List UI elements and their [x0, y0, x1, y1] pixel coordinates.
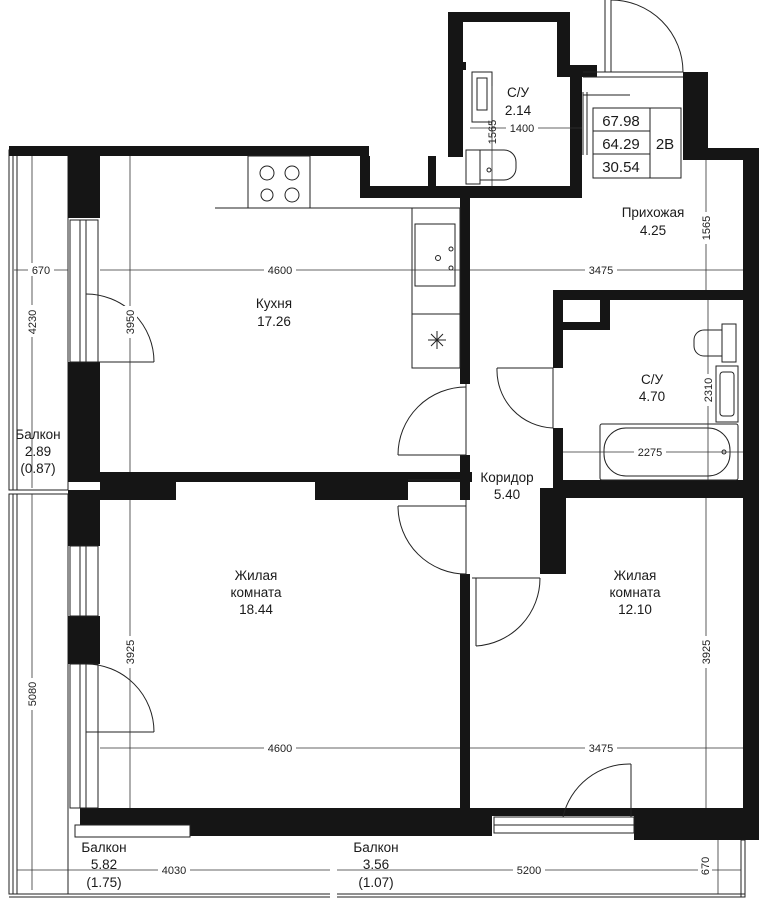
room-hall-name: Прихожая — [622, 205, 685, 220]
room-balcony-top-area: 2.89 — [25, 444, 51, 459]
hood-icon — [428, 331, 446, 349]
room-living1-name-1: Жилая — [235, 568, 278, 583]
dim-1400: 1400 — [510, 123, 534, 135]
dim-3950: 3950 — [125, 310, 137, 334]
windows — [69, 219, 635, 838]
room-balcony-top-name: Балкон — [15, 427, 60, 442]
total-area: 67.98 — [602, 113, 640, 130]
dim-670-bottom: 670 — [700, 857, 712, 875]
room-living2-name-1: Жилая — [614, 568, 657, 583]
room-su-right-area: 4.70 — [639, 389, 665, 404]
room-labels: С/У 2.14 Кухня 17.26 Прихожая 4.25 С/У 4… — [15, 85, 684, 890]
fixtures — [215, 71, 739, 481]
room-hall-area: 4.25 — [640, 223, 666, 238]
room-living2-name-2: комната — [609, 585, 661, 600]
dimension-labels: 1400 1565 1565 670 4230 3950 4600 3475 2… — [25, 120, 715, 879]
balcony-outlines — [8, 149, 746, 898]
doors — [85, 0, 684, 818]
room-balcony-bl-area: 5.82 — [91, 857, 117, 872]
room-living2-area: 12.10 — [618, 602, 652, 617]
apartment-type: 2В — [656, 136, 674, 153]
dim-4230: 4230 — [27, 310, 39, 334]
dim-5200: 5200 — [517, 865, 541, 877]
room-kitchen-area: 17.26 — [257, 314, 291, 329]
dim-2310: 2310 — [703, 378, 715, 402]
summary-box: 67.98 64.29 30.54 2В — [592, 107, 682, 179]
room-corridor-name: Коридор — [480, 470, 533, 485]
living-total-area: 64.29 — [602, 136, 640, 153]
room-balcony-bl-area2: (1.75) — [86, 875, 121, 890]
room-corridor-area: 5.40 — [494, 487, 520, 502]
room-living1-name-2: комната — [230, 585, 282, 600]
room-balcony-br-area: 3.56 — [363, 857, 389, 872]
dim-3925-right: 3925 — [701, 640, 713, 664]
room-balcony-br-name: Балкон — [353, 840, 398, 855]
room-living1-area: 18.44 — [239, 602, 273, 617]
living-area: 30.54 — [602, 159, 640, 176]
dim-2275: 2275 — [638, 447, 662, 459]
dim-4600-living: 4600 — [268, 743, 292, 755]
walls — [9, 12, 759, 840]
room-balcony-top-area2: (0.87) — [20, 461, 55, 476]
dim-4030: 4030 — [162, 865, 186, 877]
dim-670-top: 670 — [32, 265, 50, 277]
room-balcony-bl-name: Балкон — [81, 840, 126, 855]
room-balcony-br-area2: (1.07) — [358, 875, 393, 890]
dim-5080: 5080 — [27, 682, 39, 706]
dim-1565-hall: 1565 — [701, 216, 713, 240]
dim-3475-hall: 3475 — [589, 265, 613, 277]
dim-3475-living: 3475 — [589, 743, 613, 755]
dim-1565-wc: 1565 — [487, 120, 499, 144]
room-su-top-area: 2.14 — [505, 103, 532, 118]
dim-3925-left: 3925 — [125, 640, 137, 664]
room-su-right-name: С/У — [641, 372, 664, 387]
dim-4600-kitchen: 4600 — [268, 265, 292, 277]
room-su-top-name: С/У — [507, 85, 530, 100]
room-kitchen-name: Кухня — [256, 296, 292, 311]
